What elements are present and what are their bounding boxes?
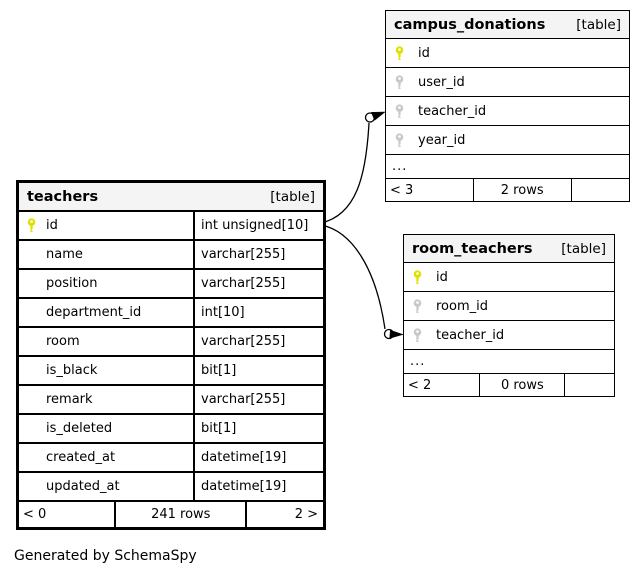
column-name-cell: created_at [19,444,195,471]
column-name-cell: updated_at [19,473,195,500]
column-name: id [436,269,448,285]
hidden-columns-ellipsis: ... [386,155,629,179]
column-name-cell: is_deleted [19,415,195,442]
primary-key-icon [412,269,424,285]
table-footer-teachers: < 0 241 rows 2 > [19,502,323,527]
table-name: campus_donations [394,16,546,33]
column-row-department_id: department_id int[10] [19,299,323,328]
children-count-label: 2 > [294,507,318,522]
column-name: room_id [436,298,488,314]
foreign-key-icon [412,298,424,314]
column-row-is_black: is_black bit[1] [19,357,323,386]
column-name-cell: id [386,39,629,67]
column-name: name [46,247,83,262]
column-type: datetime[19] [201,479,287,494]
column-row-id: id [386,39,629,68]
column-name-cell: year_id [386,126,629,154]
column-type: varchar[255] [201,392,286,407]
column-name-cell: name [19,241,195,268]
column-name: department_id [46,305,142,320]
column-name: position [46,276,98,291]
column-row-teacher_id: teacher_id [404,321,614,350]
column-name: created_at [46,450,116,465]
column-name: teacher_id [418,103,487,119]
column-type: varchar[255] [201,334,286,349]
column-type: bit[1] [201,363,237,378]
column-name: is_deleted [46,421,113,436]
column-name: id [46,218,58,233]
foreign-key-icon [394,103,406,119]
table-type-label: [table] [561,240,606,257]
row-count-label: 241 rows [116,502,248,527]
column-name-cell: room_id [404,292,614,320]
column-name-cell: user_id [386,68,629,96]
table-footer-campus-donations: < 3 2 rows [386,179,629,201]
column-row-room_id: room_id [404,292,614,321]
column-name: room [46,334,80,349]
foreign-key-icon [412,327,424,343]
column-name-cell: id [19,212,195,239]
column-row-id: id int unsigned[10] [19,212,323,241]
column-type: datetime[19] [201,450,287,465]
foreign-key-icon [394,74,406,90]
hidden-columns-ellipsis: ... [404,350,614,374]
children-count-label [565,374,614,396]
table-node-teachers[interactable]: teachers [table] id int unsigned[10] name v… [16,180,326,530]
column-row-year_id: year_id [386,126,629,155]
column-name: remark [46,392,93,407]
relationship-teachers-campus-donations [320,111,386,224]
children-count-label [572,179,629,201]
table-header-teachers: teachers [table] [19,183,323,212]
column-type: bit[1] [201,421,237,436]
generated-by-credit: Generated by SchemaSpy [14,548,197,564]
row-count-label: 2 rows [474,179,572,201]
column-name-cell: remark [19,386,195,413]
relationship-teachers-room-teachers [320,224,404,340]
column-row-name: name varchar[255] [19,241,323,270]
table-name: room_teachers [412,240,533,257]
column-row-position: position varchar[255] [19,270,323,299]
parents-count-label: < 0 [19,502,117,527]
table-header-campus-donations: campus_donations [table] [386,11,629,39]
column-row-is_deleted: is_deleted bit[1] [19,415,323,444]
primary-key-icon [394,45,406,61]
column-row-teacher_id: teacher_id [386,97,629,126]
column-name-cell: id [404,263,614,291]
column-name: year_id [418,132,466,148]
column-name-cell: teacher_id [386,97,629,125]
column-name: is_black [46,363,98,378]
column-type: int unsigned[10] [201,218,309,233]
table-type-label: [table] [576,16,621,33]
table-header-room-teachers: room_teachers [table] [404,235,614,263]
column-row-room: room varchar[255] [19,328,323,357]
column-type: varchar[255] [201,276,286,291]
column-name-cell: teacher_id [404,321,614,349]
column-name-cell: room [19,328,195,355]
column-name: id [418,45,430,61]
column-type: int[10] [201,305,245,320]
column-type: varchar[255] [201,247,286,262]
table-name: teachers [27,188,99,205]
column-name: teacher_id [436,327,505,343]
table-footer-room-teachers: < 2 0 rows [404,374,614,396]
column-row-user_id: user_id [386,68,629,97]
column-name-cell: department_id [19,299,195,326]
column-row-remark: remark varchar[255] [19,386,323,415]
column-row-id: id [404,263,614,292]
parents-count-label: < 3 [386,179,474,201]
table-node-room-teachers[interactable]: room_teachers [table] id room_id teacher_i… [403,234,615,397]
column-name: updated_at [46,479,120,494]
row-count-label: 0 rows [480,374,566,396]
primary-key-icon [26,218,38,233]
column-name-cell: is_black [19,357,195,384]
parents-count-label: < 2 [404,374,481,396]
foreign-key-icon [394,132,406,148]
column-name: user_id [418,74,465,90]
column-row-updated_at: updated_at datetime[19] [19,473,323,502]
column-name-cell: position [19,270,195,297]
column-row-created_at: created_at datetime[19] [19,444,323,473]
table-type-label: [table] [270,188,315,205]
